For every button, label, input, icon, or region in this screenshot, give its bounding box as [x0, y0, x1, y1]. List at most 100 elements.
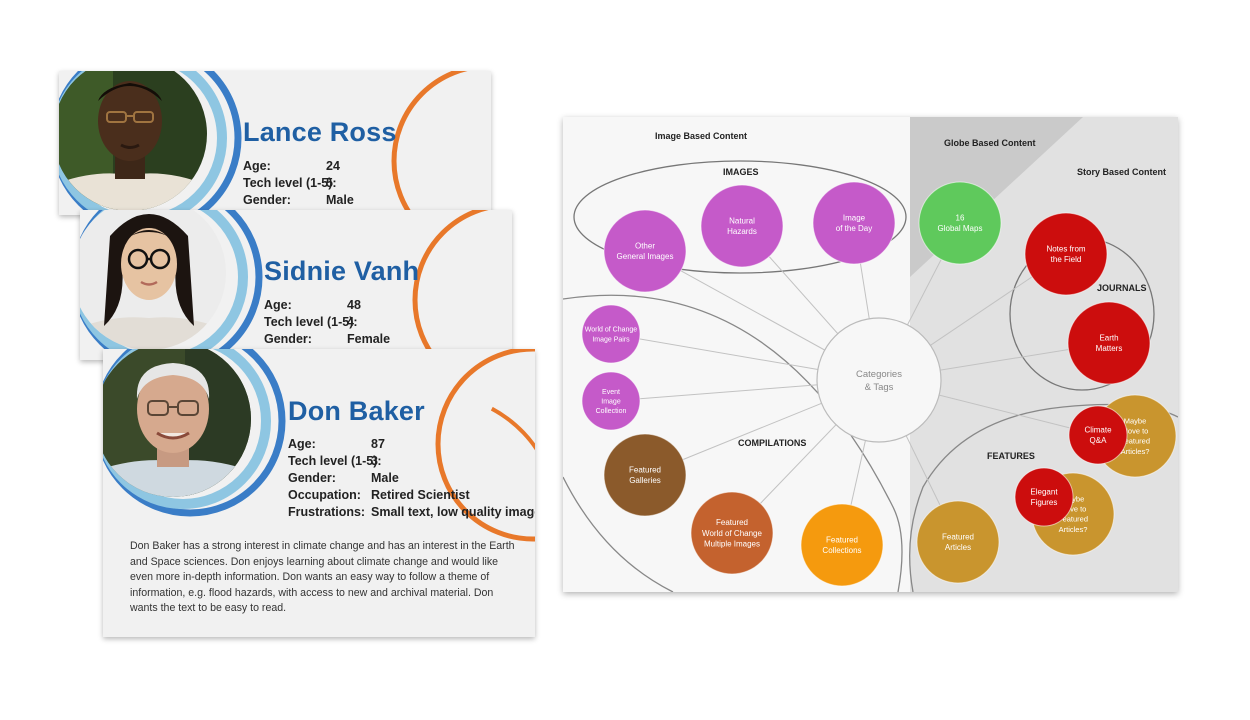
field-value: Male: [371, 471, 399, 485]
field-label: Frustrations:: [288, 505, 366, 519]
avatar-lance: [59, 71, 207, 211]
node-label: Image: [843, 214, 866, 223]
center-label-2: & Tags: [865, 382, 894, 393]
persona-card-lance: Lance Ross Age: 24 Tech level (1-5): 5 G…: [59, 71, 491, 215]
field-value: 4: [347, 315, 354, 329]
center-node: [816, 317, 942, 443]
node-label: World of Change: [585, 327, 638, 334]
field-value: 3: [371, 454, 378, 468]
node-label: Featured: [1120, 437, 1150, 446]
node-label: Articles: [945, 543, 971, 552]
content-diagram: Image Based Content Globe Based Content …: [562, 117, 1179, 593]
node-label: Featured: [629, 466, 661, 475]
node-label: the Field: [1051, 255, 1082, 264]
field-value: 87: [371, 437, 385, 451]
avatar-don: [103, 349, 251, 497]
group-label-features: FEATURES: [987, 451, 1035, 461]
node-label: Featured: [826, 536, 858, 545]
field-label: Gender:: [288, 471, 336, 485]
node-circle: [1014, 467, 1074, 527]
node-circle: [581, 371, 641, 431]
section-label-story: Story Based Content: [1077, 167, 1166, 177]
center-label-1: Categories: [856, 369, 902, 380]
node-label: Collection: [596, 408, 627, 415]
field-value: Male: [326, 193, 354, 207]
node-label: Move to: [1122, 427, 1149, 436]
field-label: Tech level (1-5):: [264, 315, 358, 329]
field-label: Age:: [243, 159, 271, 173]
node-label: Collections: [822, 546, 861, 555]
field-value: 5: [326, 176, 333, 190]
avatar-sidnie: [80, 210, 226, 350]
persona-name: Don Baker: [288, 396, 425, 426]
node-label: Figures: [1031, 498, 1058, 507]
field-value: Female: [347, 332, 391, 346]
field-label: Age:: [288, 437, 316, 451]
card-decoration: [80, 210, 489, 360]
field-value: 24: [326, 159, 340, 173]
node-label: Earth: [1099, 334, 1118, 343]
images-group-outline: [573, 160, 907, 274]
node-label: Image Pairs: [592, 336, 630, 343]
field-label: Tech level (1-5):: [288, 454, 382, 468]
node-label: Image: [601, 398, 621, 405]
persona-name: Lance Ross: [243, 117, 397, 147]
node-label: Global Maps: [938, 224, 983, 233]
node-label: Notes from: [1046, 245, 1085, 254]
compilations-group-outline-lower: [562, 476, 674, 593]
node-circle: [812, 181, 896, 265]
node-label: Featured: [1058, 515, 1088, 524]
node-circle: [916, 500, 1000, 584]
node-label: Maybe: [1124, 416, 1147, 425]
persona-card-sidnie: Sidnie Vanh Age: 48 Tech level (1-5): 4 …: [80, 210, 512, 360]
node-label: Climate: [1084, 426, 1112, 435]
field-value: Small text, low quality images: [371, 505, 535, 519]
node-circle: [603, 209, 687, 293]
node-label: 16: [956, 214, 965, 223]
field-label: Occupation:: [288, 488, 361, 502]
node-label: Matters: [1096, 344, 1123, 353]
field-value: Retired Scientist: [371, 488, 470, 502]
persona-name: Sidnie Vanh: [264, 256, 420, 286]
node-label: Other: [635, 242, 655, 251]
group-label-compilations: COMPILATIONS: [738, 438, 806, 448]
node-label: Q&A: [1090, 436, 1108, 445]
node-circle: [918, 181, 1002, 265]
field-label: Gender:: [264, 332, 312, 346]
node-circle: [800, 503, 884, 587]
group-label-journals: JOURNALS: [1097, 283, 1147, 293]
node-label: Multiple Images: [704, 539, 760, 548]
node-circle: [690, 491, 774, 575]
node-circle: [1067, 301, 1151, 385]
node-label: Featured: [942, 533, 974, 542]
node-label: Hazards: [727, 227, 757, 236]
node-label: Natural: [729, 217, 755, 226]
node-label: Move to: [1060, 505, 1087, 514]
node-label: Articles?: [1121, 447, 1150, 456]
node-label: General Images: [617, 252, 674, 261]
section-label-globe: Globe Based Content: [944, 138, 1036, 148]
diagram-canvas: Image Based Content Globe Based Content …: [562, 117, 1179, 593]
node-circle: [1068, 405, 1128, 465]
node-label: Event: [602, 389, 620, 396]
node-circle: [603, 433, 687, 517]
node-circle: [700, 184, 784, 268]
field-label: Gender:: [243, 193, 291, 207]
node-label: Elegant: [1030, 488, 1058, 497]
field-label: Tech level (1-5):: [243, 176, 337, 190]
node-circle: [581, 304, 641, 364]
section-label-image: Image Based Content: [655, 131, 747, 141]
node-label: Featured: [716, 518, 748, 527]
